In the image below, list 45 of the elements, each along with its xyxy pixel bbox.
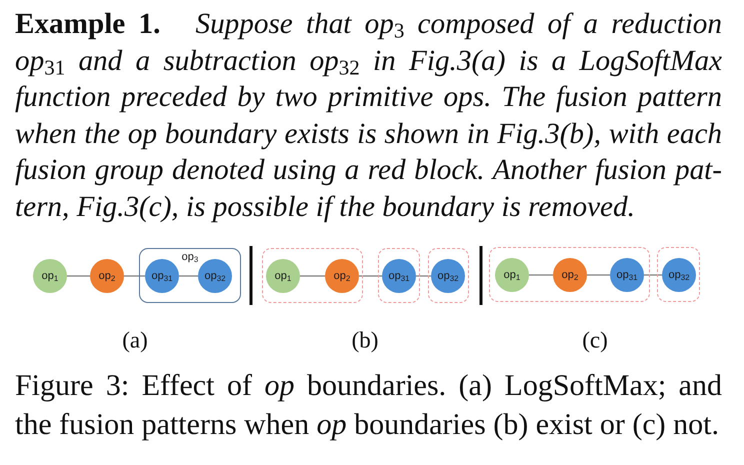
connector-line <box>587 274 610 276</box>
connector-line <box>416 275 431 277</box>
op-circle <box>266 259 300 293</box>
group-label: op$_{3}$ <box>182 251 198 264</box>
node-label: op$_{1}$ <box>274 270 292 282</box>
connector-line <box>67 275 90 277</box>
op-circle <box>382 259 416 293</box>
panel-label: (b) <box>352 328 378 352</box>
op-circle <box>198 259 232 293</box>
node-label: op$_{31}$ <box>616 268 638 282</box>
op-circle <box>145 259 179 293</box>
node-label: op$_{1}$ <box>42 270 58 282</box>
node-label: op$_{32}$ <box>204 270 226 282</box>
body-paragraph: Example 1. Suppose that op$_{3}$ composed of a reduction op$_{31}$ and a subtraction op$_{32}$ in Fig.3(a) is a LogSoftMax function preceded by two primitive ops. The fusion pattern when the op boundary exists is shown in Fig.3(b), with each fusion group denoted using a red block. Another fusion pat- tern, Fig.3(c), is possible if the boundary is removed. <box>15 7 722 224</box>
op-circle <box>553 258 587 292</box>
fusion-group-box <box>428 248 469 303</box>
connector-line <box>300 275 325 277</box>
connector-line <box>124 275 145 277</box>
connector-line <box>359 275 382 277</box>
op-group-box <box>139 248 241 303</box>
node-label: op$_{32}$ <box>437 270 459 282</box>
connector-line <box>644 274 662 276</box>
op-circle <box>662 258 696 292</box>
node-label: op$_{1}$ <box>504 268 520 282</box>
figure-caption: Figure 3: Effect of op boundaries. (a) LogSoftMax; and the fusion patterns when op boundaries (b) exist or (c) not. <box>15 368 722 443</box>
node-label: op$_{31}$ <box>388 270 410 282</box>
fusion-group-box <box>262 248 363 303</box>
connector-line <box>529 274 553 276</box>
node-label: op$_{2}$ <box>562 268 578 282</box>
node-label: op$_{31}$ <box>151 270 173 282</box>
op-circle <box>495 258 529 292</box>
op-circle <box>431 259 465 293</box>
op-circle <box>325 259 359 293</box>
op-circle <box>90 259 124 293</box>
op-circle <box>33 259 67 293</box>
node-label: op$_{2}$ <box>98 270 116 282</box>
fusion-group-box <box>378 248 420 303</box>
op-circle <box>610 258 644 292</box>
node-label: op$_{2}$ <box>334 270 350 282</box>
panel-label: (c) <box>582 328 608 352</box>
fusion-group-box <box>657 247 700 302</box>
fusion-group-box <box>489 247 650 302</box>
connector-line <box>179 275 198 277</box>
panel-label: (a) <box>122 328 148 352</box>
node-label: op$_{32}$ <box>668 268 690 282</box>
